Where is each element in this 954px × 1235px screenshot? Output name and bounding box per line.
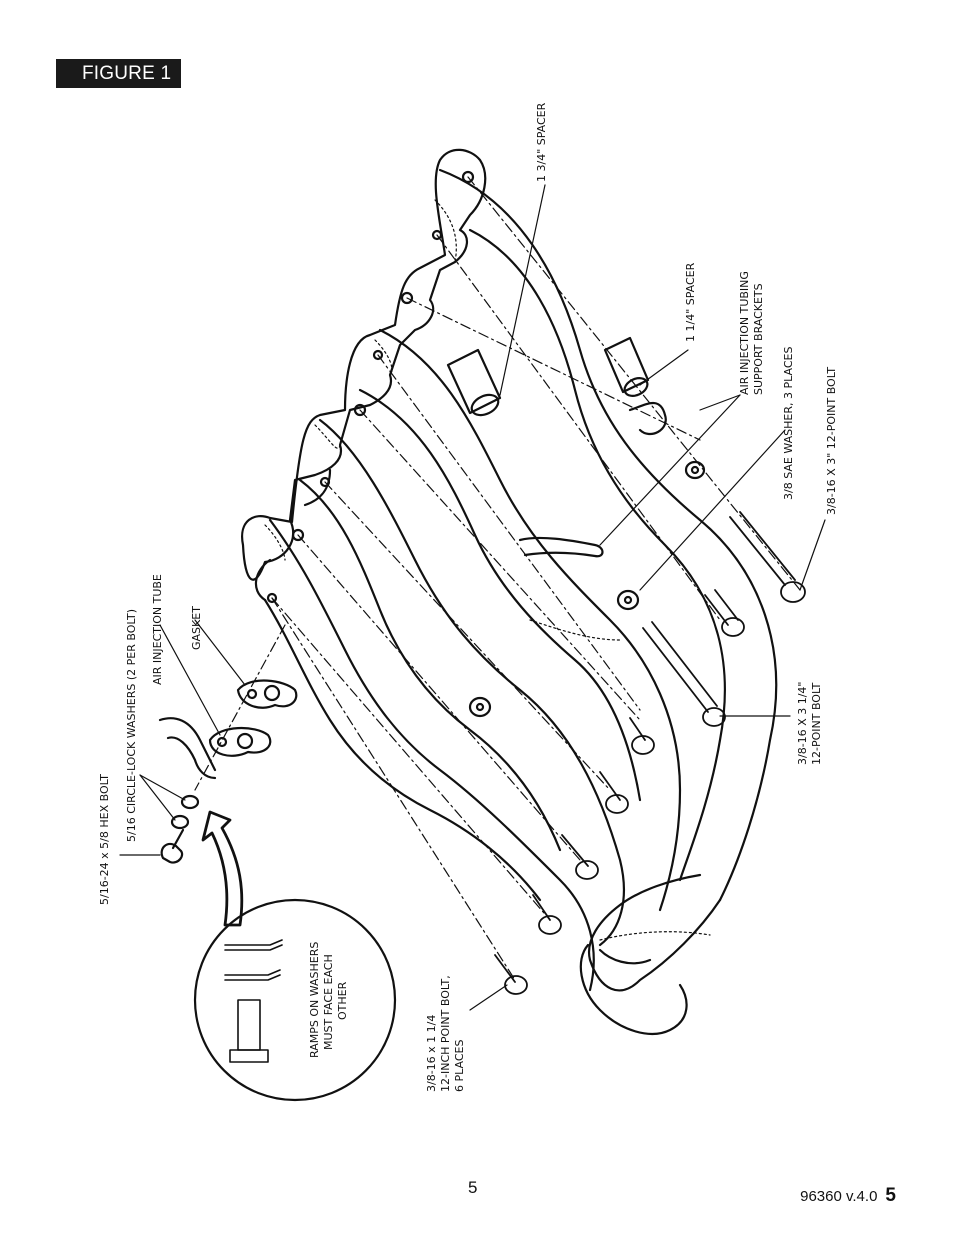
page-number-right: 5	[885, 1185, 896, 1206]
hex-bolt-5-16	[160, 794, 200, 864]
detail-washer-ramps	[224, 939, 283, 1063]
label-ramps-2: MUST FACE EACH	[322, 954, 335, 1050]
spacer-1-1-4	[603, 336, 650, 397]
header-tube-1	[438, 168, 778, 902]
label-circle-lock-washers: 5/16 CIRCLE-LOCK WASHERS (2 PER BOLT)	[125, 609, 138, 842]
header-tube-2	[378, 328, 682, 912]
header-tube-4	[268, 518, 595, 992]
label-gasket: GASKET	[190, 606, 203, 650]
label-brackets-2: SUPPORT BRACKETS	[752, 283, 765, 395]
label-ramps-3: OTHER	[336, 981, 349, 1020]
header-tube-3	[318, 418, 625, 947]
detail-arrow	[201, 810, 244, 927]
label-brackets-1: AIR INJECTION TUBING	[738, 271, 751, 395]
gasket	[236, 679, 298, 709]
label-hex-bolt: 5/16-24 x 5/8 HEX BOLT	[98, 774, 111, 905]
label-sae-washer: 3/8 SAE WASHER, 3 PLACES	[782, 347, 795, 500]
label-bolt-3: 3/8-16 X 3" 12-POINT BOLT	[825, 367, 838, 515]
label-bolt-3-1-4-b: 12-POINT BOLT	[810, 682, 823, 765]
label-bolt-3-1-4-a: 3/8-16 X 3 1/4"	[796, 682, 809, 765]
page-number-center: 5	[468, 1178, 478, 1197]
sae-washers	[468, 460, 706, 718]
label-ramps-1: RAMPS ON WASHERS	[308, 942, 321, 1058]
detail-circle	[193, 898, 397, 1102]
support-bracket	[628, 402, 667, 436]
label-bolt-1-1-4-a: 3/8-16 x 1 1/4	[425, 1015, 438, 1092]
spacer-1-3-4	[446, 348, 502, 417]
label-bolt-1-1-4-c: 6 PLACES	[453, 1040, 466, 1092]
air-injection-tube-flange	[158, 717, 272, 780]
header-flange	[241, 148, 487, 581]
figure-label: FIGURE 1	[56, 59, 181, 88]
label-bolt-1-1-4-b: 12-INCH POINT BOLT,	[439, 975, 452, 1092]
label-air-injection-tube: AIR INJECTION TUBE	[151, 574, 164, 685]
doc-version: 96360 v.4.0	[800, 1188, 878, 1205]
label-spacer-1-1-4: 1 1/4" SPACER	[684, 262, 697, 342]
header-collector	[587, 873, 722, 992]
bolts-12-point	[494, 511, 806, 995]
label-spacer-1-3-4: 1 3/4" SPACER	[535, 102, 548, 182]
page-footer-right: 96360 v.4.0 5	[800, 1185, 896, 1207]
